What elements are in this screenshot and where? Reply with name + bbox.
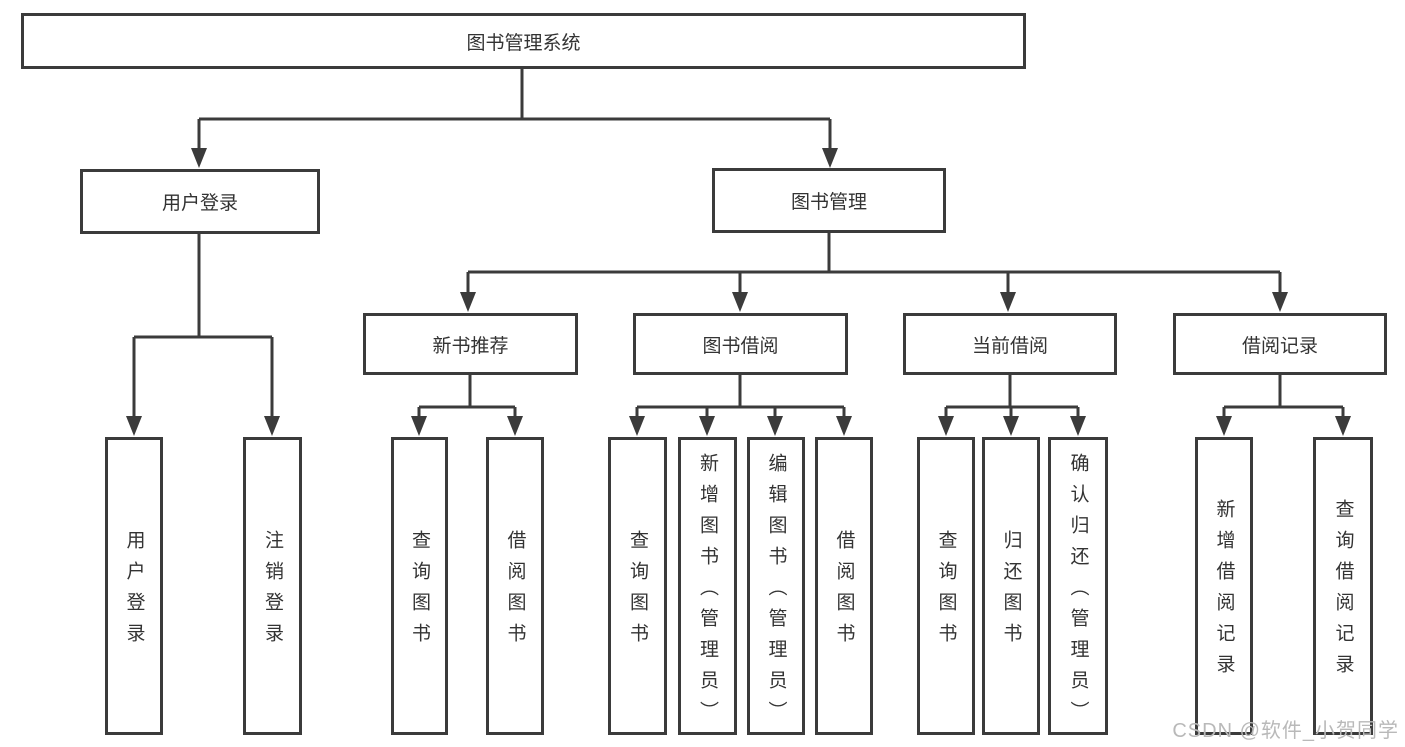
leaf-borrow-books-borrow: 借阅图书 (815, 437, 873, 735)
leaf-query-books-borrow: 查询图书 (608, 437, 667, 735)
node-current-borrow: 当前借阅 (903, 313, 1117, 375)
arrowheads (126, 148, 1351, 436)
leaf-logout: 注销登录 (243, 437, 302, 735)
leaf-user-login-label: 用户登录 (123, 530, 145, 654)
node-borrow-records-label: 借阅记录 (1241, 335, 1318, 357)
watermark: CSDN @软件_小贺同学 (1172, 720, 1399, 742)
leaf-add-borrow-record-label: 新增借阅记录 (1213, 499, 1235, 685)
leaf-confirm-return-admin: 确认归还（管理员） (1048, 437, 1108, 735)
node-borrow-records: 借阅记录 (1173, 313, 1387, 375)
node-current-borrow-label: 当前借阅 (971, 335, 1048, 357)
node-user-login-label: 用户登录 (161, 193, 238, 214)
node-new-book-recommend-label: 新书推荐 (432, 335, 509, 357)
node-new-book-recommend: 新书推荐 (363, 313, 578, 375)
leaf-return-book: 归还图书 (982, 437, 1040, 735)
leaf-borrow-books-recommend: 借阅图书 (486, 437, 544, 735)
leaf-query-books-current-label: 查询图书 (935, 530, 957, 654)
leaf-query-books-recommend-label: 查询图书 (409, 530, 430, 654)
leaf-query-books-recommend: 查询图书 (391, 437, 448, 735)
leaf-query-books-borrow-label: 查询图书 (627, 530, 648, 654)
node-book-borrow-label: 图书借阅 (702, 335, 779, 357)
leaf-add-book-admin: 新增图书（管理员） (678, 437, 737, 735)
node-root: 图书管理系统 (21, 13, 1026, 69)
node-book-management-label: 图书管理 (790, 192, 867, 213)
node-root-label: 图书管理系统 (466, 32, 581, 54)
leaf-user-login: 用户登录 (105, 437, 163, 735)
leaf-logout-label: 注销登录 (262, 530, 283, 654)
leaf-return-book-label: 归还图书 (1000, 530, 1022, 654)
leaf-query-borrow-record: 查询借阅记录 (1313, 437, 1373, 735)
leaf-query-borrow-record-label: 查询借阅记录 (1332, 499, 1354, 685)
connector-stems (132, 69, 1345, 418)
leaf-add-borrow-record: 新增借阅记录 (1195, 437, 1253, 735)
leaf-query-books-current: 查询图书 (917, 437, 975, 735)
node-book-borrow: 图书借阅 (633, 313, 848, 375)
leaf-borrow-books-borrow-label: 借阅图书 (833, 530, 855, 654)
leaf-edit-book-admin-label: 编辑图书（管理员） (765, 452, 787, 732)
node-book-management: 图书管理 (712, 168, 946, 233)
leaf-confirm-return-admin-label: 确认归还（管理员） (1067, 452, 1089, 732)
leaf-add-book-admin-label: 新增图书（管理员） (697, 452, 718, 732)
node-user-login: 用户登录 (80, 169, 320, 234)
leaf-borrow-books-recommend-label: 借阅图书 (504, 530, 526, 654)
leaf-edit-book-admin: 编辑图书（管理员） (747, 437, 805, 735)
